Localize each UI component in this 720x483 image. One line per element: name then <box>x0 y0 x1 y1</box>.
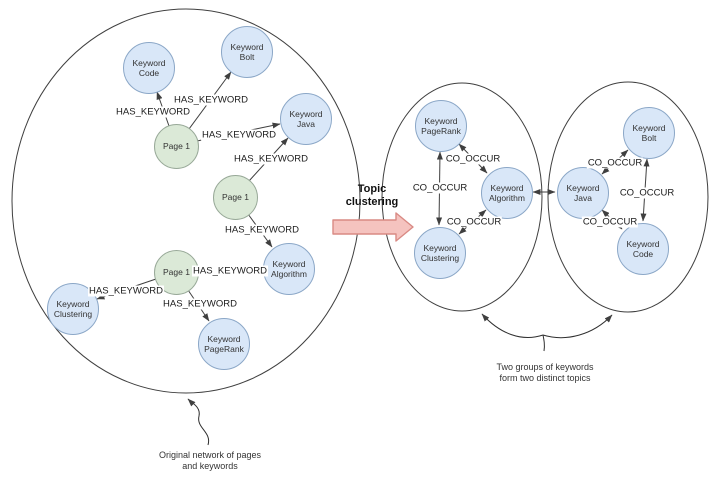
node-topic-b-code: Keyword Code <box>617 223 669 275</box>
edge-label-has-keyword: HAS_KEYWORD <box>173 94 249 106</box>
edge-label-has-keyword: HAS_KEYWORD <box>224 224 300 236</box>
topic-label-line1: Topic <box>357 183 387 195</box>
node-page-2: Page 1 <box>213 175 258 220</box>
edge-label-co-occur: CO_OCCUR <box>411 182 469 194</box>
left-annotation-arrow-icon <box>187 398 210 446</box>
edge-label-has-keyword: HAS_KEYWORD <box>162 298 238 310</box>
node-label-line1: Keyword <box>424 115 458 126</box>
topic-clustering-arrow-icon <box>332 212 414 242</box>
node-keyword-bolt: Keyword Bolt <box>221 26 273 78</box>
edge-label-co-occur: CO_OCCUR <box>586 157 644 169</box>
node-label-line1: Keyword <box>272 258 306 269</box>
edge-label-co-occur: CO_OCCUR <box>444 153 502 165</box>
node-label-line2: Java <box>574 193 592 203</box>
node-label-line1: Keyword <box>132 57 166 68</box>
node-keyword-pagerank: Keyword PageRank <box>198 318 250 370</box>
node-label: Page 1 <box>163 141 190 152</box>
node-topic-a-clustering: Keyword Clustering <box>414 227 466 279</box>
edge-label-has-keyword: HAS_KEYWORD <box>88 285 164 297</box>
original-network-ellipse <box>11 8 361 394</box>
left-annotation: Original network of pages and keywords <box>159 450 261 472</box>
edge-label-has-keyword: HAS_KEYWORD <box>201 129 277 141</box>
node-keyword-algorithm: Keyword Algorithm <box>263 243 315 295</box>
node-topic-a-algorithm: Keyword Algorithm <box>481 167 533 219</box>
node-label-line1: Keyword <box>626 238 660 249</box>
right-annotation-stem <box>542 334 545 352</box>
node-label-line2: Clustering <box>420 253 460 263</box>
node-label-line1: Keyword <box>207 333 241 344</box>
node-label-line2: Code <box>632 249 654 259</box>
topic-label-line2: clustering <box>345 196 399 208</box>
node-label-line2: Bolt <box>641 133 657 143</box>
right-annotation: Two groups of keywords form two distinct… <box>496 362 593 384</box>
node-label-line1: Keyword <box>289 108 323 119</box>
topic-a-ellipse <box>381 82 543 312</box>
annotation-line1: Two groups of keywords <box>496 362 594 372</box>
node-keyword-java: Keyword Java <box>280 93 332 145</box>
node-label-line2: PageRank <box>204 344 244 354</box>
node-keyword-code: Keyword Code <box>123 42 175 94</box>
node-label-line1: Keyword <box>566 182 600 193</box>
node-label: Page 1 <box>222 192 249 203</box>
node-topic-b-java: Keyword Java <box>557 167 609 219</box>
node-label-line2: Algorithm <box>489 193 525 203</box>
node-label-line1: Keyword <box>632 122 666 133</box>
node-label-line1: Keyword <box>56 298 90 309</box>
edge-label-has-keyword: HAS_KEYWORD <box>192 265 268 277</box>
node-label: Page 1 <box>163 267 190 278</box>
node-label-line2: Code <box>138 68 160 78</box>
node-label-line2: Bolt <box>239 52 255 62</box>
node-label-line1: Keyword <box>230 41 264 52</box>
topic-clustering-label: Topic clustering <box>346 183 399 209</box>
right-annotation-arrow-left-icon <box>481 313 544 338</box>
edge-label-co-occur: CO_OCCUR <box>445 216 503 228</box>
node-label-line2: Algorithm <box>271 269 307 279</box>
annotation-line1: Original network of pages <box>158 450 262 460</box>
node-topic-b-bolt: Keyword Bolt <box>623 107 675 159</box>
node-label-line2: Clustering <box>53 309 93 319</box>
edge-label-has-keyword: HAS_KEYWORD <box>115 106 191 118</box>
topic-b-ellipse <box>547 81 709 313</box>
node-label-line2: PageRank <box>421 126 461 136</box>
node-label-line2: Java <box>297 119 315 129</box>
node-label-line1: Keyword <box>490 182 524 193</box>
node-label-line1: Keyword <box>423 242 457 253</box>
right-annotation-arrow-right-icon <box>542 314 613 339</box>
node-topic-a-pagerank: Keyword PageRank <box>415 100 467 152</box>
annotation-line2: form two distinct topics <box>499 373 591 383</box>
node-page-1: Page 1 <box>154 124 199 169</box>
annotation-line2: and keywords <box>182 461 238 471</box>
edge-label-co-occur: CO_OCCUR <box>581 216 639 228</box>
edge-label-co-occur: CO_OCCUR <box>618 187 676 199</box>
edge-label-has-keyword: HAS_KEYWORD <box>233 153 309 165</box>
